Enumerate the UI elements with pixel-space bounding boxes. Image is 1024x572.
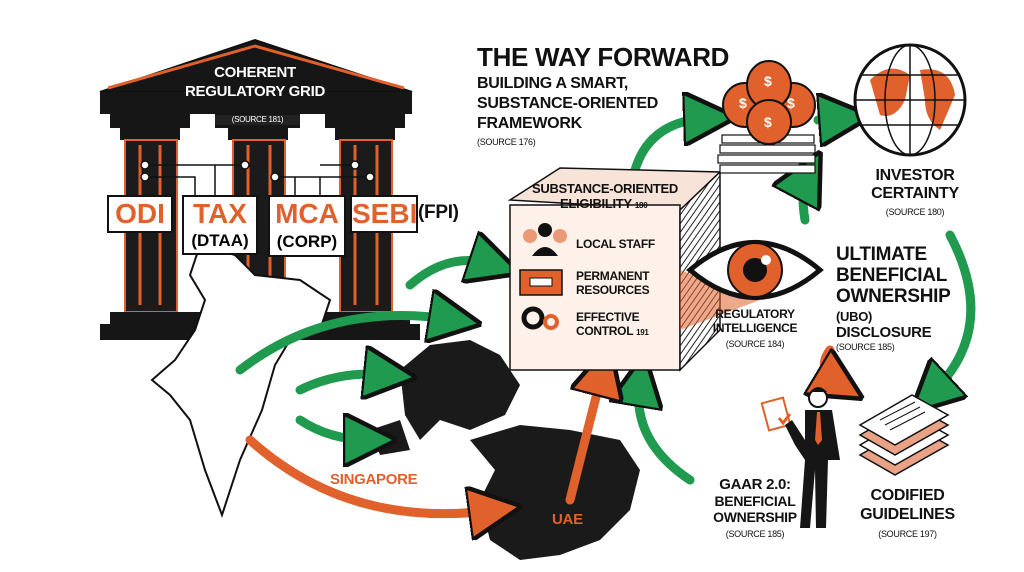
singapore-map	[400, 340, 520, 440]
investor-line1: INVESTOR	[875, 167, 955, 184]
businessman-icon	[760, 387, 840, 528]
regulatory-line2: INTELLIGENCE	[712, 321, 798, 335]
eligibility-title-line1: SUBSTANCE-ORIENTED	[531, 181, 679, 196]
dtaa-label: (DTAA)	[182, 229, 258, 255]
eligibility-title-line2: ELIGIBILITY	[560, 196, 632, 211]
ubo-line2: BENEFICIAL	[836, 265, 948, 286]
dollar-sign: $	[764, 73, 772, 89]
india-map	[150, 243, 332, 519]
header-source: (SOURCE 176)	[477, 137, 536, 147]
sebi-box: SEBI	[350, 195, 418, 233]
tax-box: TAX	[182, 195, 258, 233]
subtitle-line1: BUILDING A SMART,	[477, 75, 629, 92]
temple-title-line2: REGULATORY GRID	[185, 83, 325, 100]
item-control-ref: 191	[636, 328, 649, 337]
folder-icon	[519, 269, 563, 296]
dollar-sign: $	[739, 95, 747, 111]
item-permanent: PERMANENT	[576, 269, 650, 283]
flow-arrows	[235, 118, 976, 485]
ubo-line5: DISCLOSURE	[836, 324, 932, 341]
regulatory-line1: REGULATORY	[715, 307, 795, 321]
uae-map	[470, 425, 640, 560]
eligibility-title: ELIGIBILITY 180	[560, 196, 648, 211]
gaar-source: (SOURCE 185)	[725, 529, 785, 539]
money-bags-icon	[717, 60, 816, 174]
gaar-line2: BENEFICIAL	[714, 493, 796, 509]
item-control: CONTROL 191	[576, 325, 649, 338]
fpi-label: (FPI)	[418, 202, 459, 223]
singapore-label: SINGAPORE	[330, 471, 418, 488]
page-title: THE WAY FORWARD	[477, 42, 730, 72]
item-local-staff: LOCAL STAFF	[576, 237, 655, 251]
eligibility-ref: 180	[634, 201, 648, 210]
ubo-source: (SOURCE 185)	[836, 342, 895, 352]
gaar-line1: GAAR 2.0:	[719, 476, 791, 493]
codified-line2: GUIDELINES	[860, 506, 955, 523]
subtitle-line2: SUBSTANCE-ORIENTED	[477, 95, 658, 112]
item-control-label: CONTROL	[576, 324, 634, 338]
ubo-line1: ULTIMATE	[836, 244, 927, 265]
temple-source: (SOURCE 181)	[215, 115, 300, 126]
gaar-line3: OWNERSHIP	[713, 509, 797, 525]
dollar-sign: $	[787, 95, 795, 111]
mca-box: MCA	[268, 195, 346, 233]
odi-box: ODI	[107, 195, 173, 233]
item-resources: RESOURCES	[576, 283, 650, 297]
globe-icon	[853, 43, 967, 157]
ubo-line4: (UBO)	[836, 309, 873, 324]
uae-label: UAE	[552, 511, 583, 528]
item-effective: EFFECTIVE	[576, 310, 640, 324]
gears-icon	[521, 306, 559, 330]
regulatory-source: (SOURCE 184)	[725, 339, 785, 349]
codified-line1: CODIFIED	[870, 487, 945, 504]
temple-title-line1: COHERENT	[214, 64, 296, 81]
dollar-sign: $	[764, 114, 772, 130]
investor-source: (SOURCE 180)	[885, 207, 945, 217]
eye-icon	[686, 240, 824, 300]
ubo-line3: OWNERSHIP	[836, 286, 951, 307]
codified-source: (SOURCE 197)	[878, 529, 937, 539]
investor-line2: CERTAINTY	[871, 185, 959, 202]
subtitle-line3: FRAMEWORK	[477, 115, 582, 132]
corp-label: (CORP)	[268, 229, 346, 257]
staff-icon	[523, 223, 567, 256]
document-stack-icon	[858, 394, 950, 476]
